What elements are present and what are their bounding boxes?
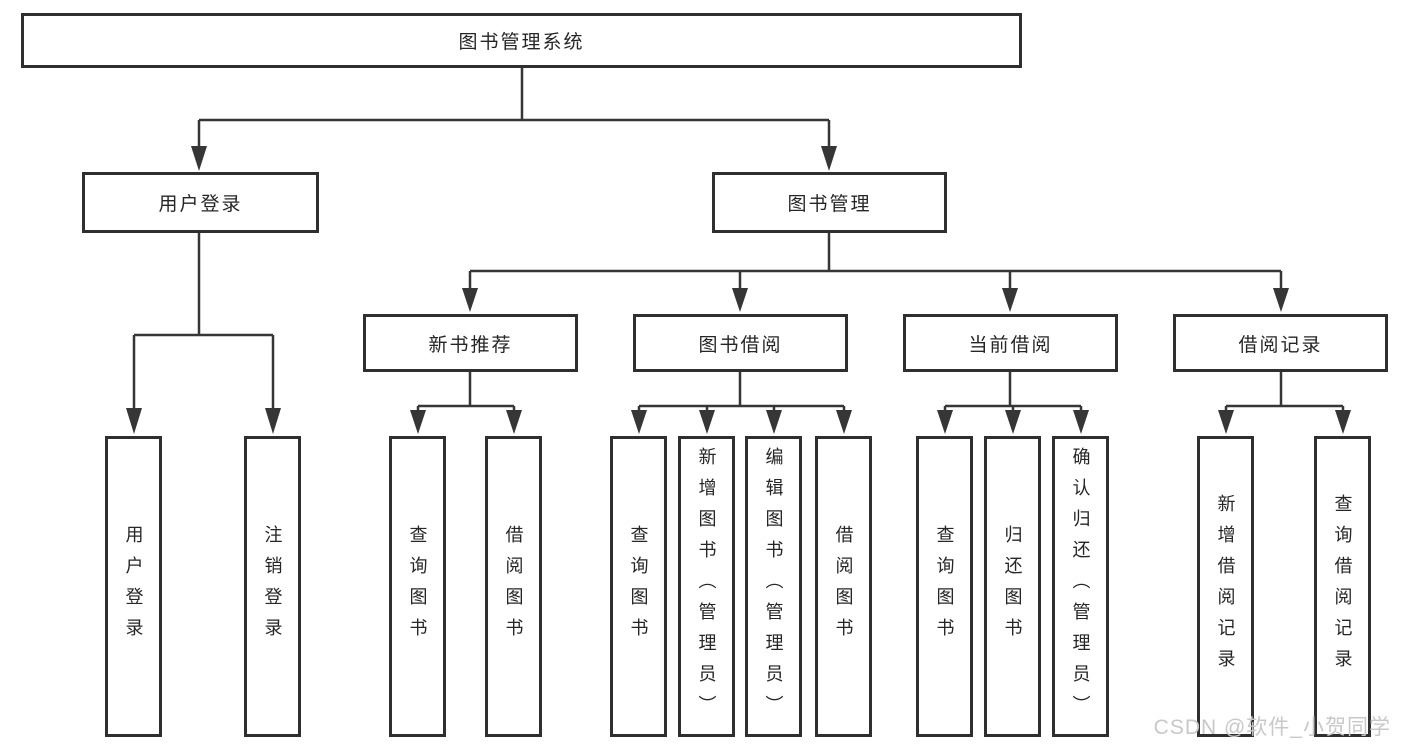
node-book-management: 图书管理: [712, 172, 947, 233]
node-book-borrow: 图书借阅: [633, 314, 848, 372]
leaf-confirm-return-admin: 确认归还（管理员）: [1052, 436, 1109, 737]
leaf-logout: 注销登录: [244, 436, 301, 737]
leaf-add-books-admin: 新增图书（管理员）: [678, 436, 735, 737]
leaf-borrow-books-recommend: 借阅图书: [485, 436, 542, 737]
arrowheads: [126, 146, 1351, 434]
leaf-query-books-borrow: 查询图书: [610, 436, 667, 737]
node-root-system: 图书管理系统: [21, 13, 1022, 68]
leaf-query-books-recommend: 查询图书: [389, 436, 446, 737]
leaf-query-books-current: 查询图书: [916, 436, 973, 737]
node-borrow-records: 借阅记录: [1173, 314, 1388, 372]
csdn-watermark: CSDN @软件_小贺同学: [1153, 716, 1391, 739]
node-user-login: 用户登录: [82, 172, 319, 233]
leaf-add-borrow-record: 新增借阅记录: [1197, 436, 1254, 737]
leaf-borrow-books: 借阅图书: [815, 436, 872, 737]
leaf-return-books: 归还图书: [984, 436, 1041, 737]
node-new-book-recommend: 新书推荐: [363, 314, 578, 372]
node-current-borrow: 当前借阅: [903, 314, 1118, 372]
leaf-query-borrow-record: 查询借阅记录: [1314, 436, 1371, 737]
leaf-edit-books-admin: 编辑图书（管理员）: [745, 436, 802, 737]
leaf-user-login: 用户登录: [105, 436, 162, 737]
